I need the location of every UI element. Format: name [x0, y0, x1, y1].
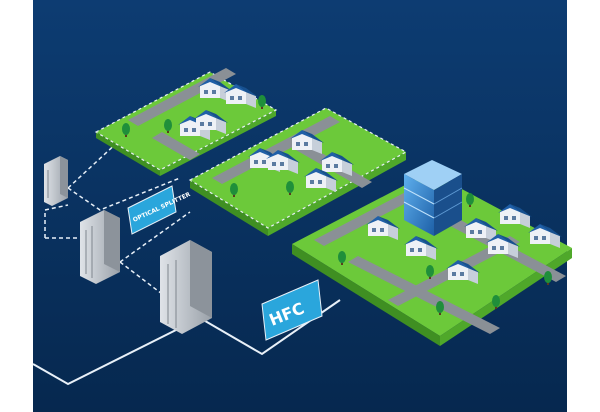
hfc-label: HFC	[261, 279, 323, 341]
cabinet-icon	[160, 240, 212, 334]
residential-block-middle	[188, 107, 408, 236]
office-tower-icon	[403, 160, 463, 236]
cabinet-icon	[44, 156, 68, 206]
residential-block-top	[94, 68, 278, 176]
cabinet-icon	[80, 210, 120, 284]
residential-block-right	[292, 160, 572, 346]
